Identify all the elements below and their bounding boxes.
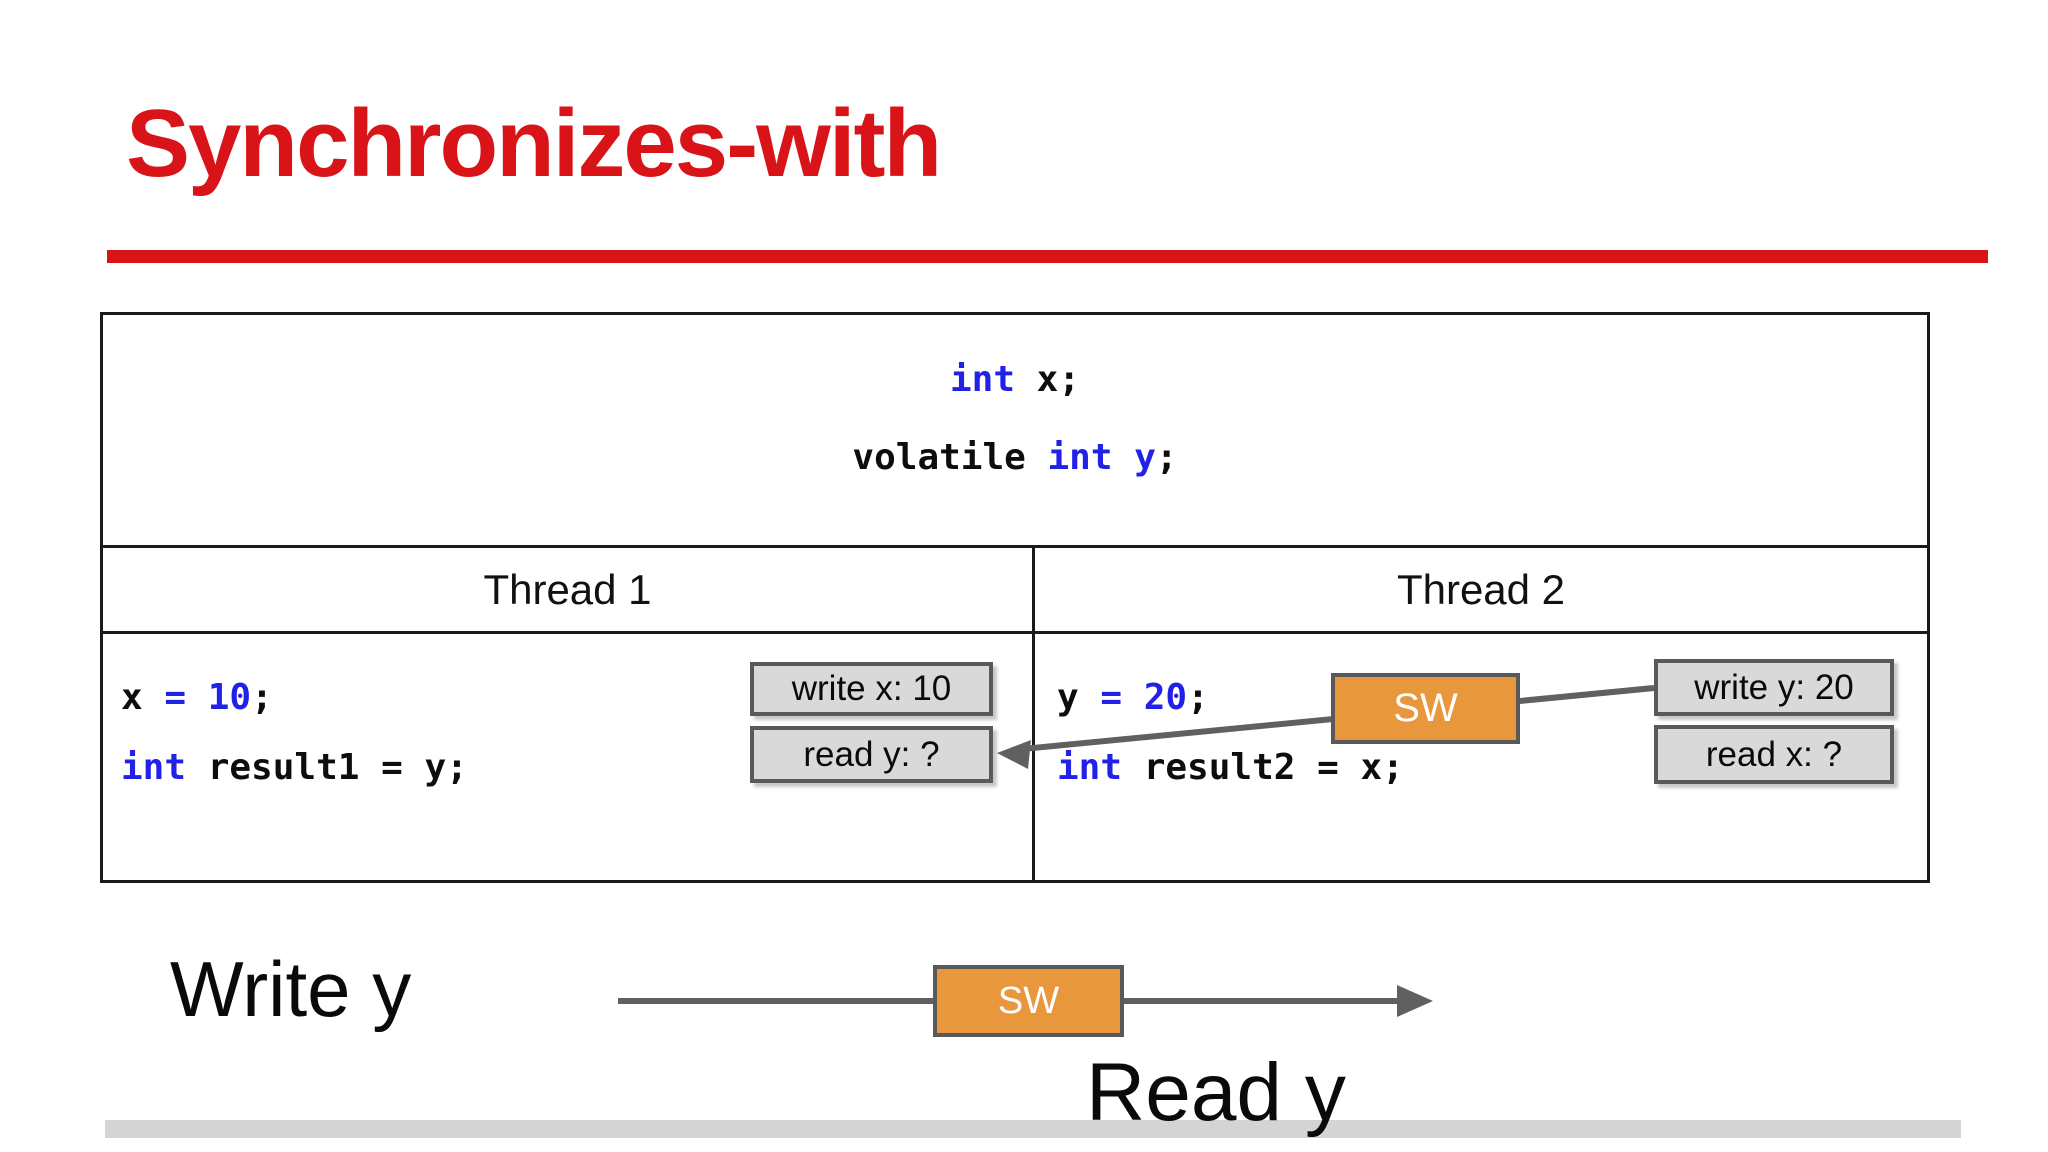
code-token: = 20 — [1100, 677, 1188, 718]
code-token: ; — [1187, 677, 1209, 718]
read-y-label: read y: ? — [803, 734, 940, 774]
timeline-read-label: Read y — [1086, 1047, 1346, 1138]
thread1-code-cell: x = 10; int result1 = y; — [103, 634, 1035, 880]
code-token: = 10 — [164, 677, 252, 718]
code-token: volatile — [852, 437, 1048, 478]
footer-divider-bar — [105, 1120, 1961, 1138]
thread1-header-label: Thread 1 — [483, 565, 652, 613]
write-x-box: write x: 10 — [750, 662, 993, 716]
code-line-thread1-2: int result1 = y; — [121, 750, 468, 786]
write-y-label: write y: 20 — [1694, 667, 1854, 707]
code-token: y — [1057, 677, 1101, 718]
synchronizes-with-badge-timeline: SW — [933, 965, 1124, 1037]
read-y-box: read y: ? — [750, 726, 993, 783]
synchronizes-with-badge-table: SW — [1331, 673, 1520, 744]
code-token: int — [949, 359, 1015, 400]
code-token: int — [1057, 747, 1123, 788]
read-x-label: read x: ? — [1705, 734, 1843, 774]
sw-label: SW — [1393, 686, 1458, 730]
title-underline — [107, 250, 1988, 263]
write-y-box: write y: 20 — [1654, 659, 1894, 716]
thread2-header-cell: Thread 2 — [1035, 548, 1927, 631]
code-line-thread2-1: y = 20; — [1057, 680, 1209, 716]
memory-model-table: int x; volatile int y; Thread 1 Thread 2… — [100, 312, 1930, 883]
code-token: ; — [1155, 437, 1178, 478]
code-line-thread2-2: int result2 = x; — [1057, 750, 1404, 786]
slide-title: Synchronizes-with — [126, 90, 942, 197]
code-token: int — [121, 747, 187, 788]
thread1-header-cell: Thread 1 — [103, 548, 1035, 631]
code-token: int y — [1047, 437, 1156, 478]
write-x-label: write x: 10 — [791, 669, 952, 708]
read-x-box: read x: ? — [1654, 725, 1894, 784]
code-line-shared-1: int x; — [103, 362, 1927, 398]
code-token: result2 = x; — [1122, 747, 1404, 788]
code-token: x; — [1015, 359, 1081, 400]
thread2-header-label: Thread 2 — [1396, 565, 1566, 613]
thread-header-row: Thread 1 Thread 2 — [103, 548, 1927, 634]
timeline-write-label: Write y — [170, 945, 412, 1033]
sw-label: SW — [997, 979, 1060, 1022]
code-token: ; — [251, 677, 273, 718]
code-line-shared-2: volatile int y; — [103, 440, 1927, 476]
shared-variables-cell: int x; volatile int y; — [103, 315, 1927, 548]
code-token: x — [121, 677, 165, 718]
code-line-thread1-1: x = 10; — [121, 680, 273, 716]
code-token: result1 = y; — [186, 747, 468, 788]
timeline-arrowhead-icon — [1397, 985, 1433, 1017]
